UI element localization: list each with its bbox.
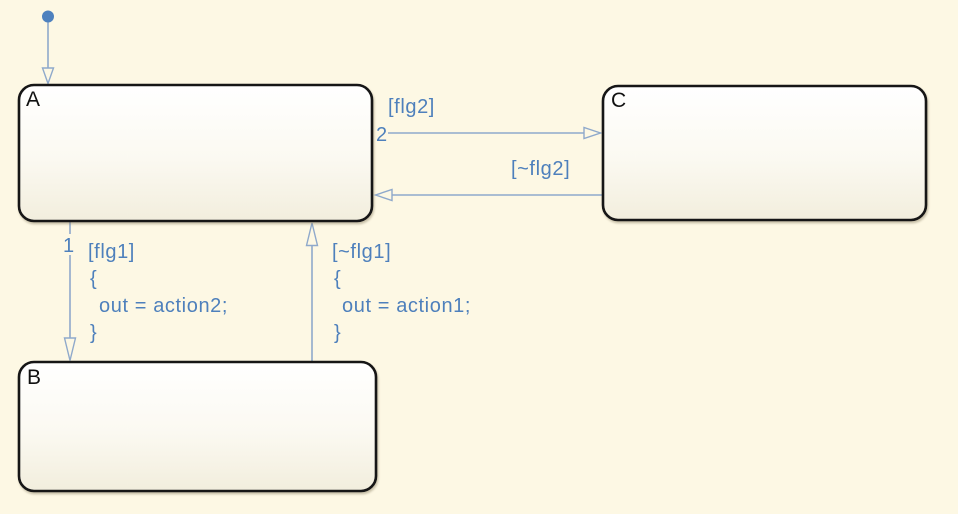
transition-a-to-c-order[interactable]: 2: [376, 124, 387, 146]
transition-a-to-b-action-close-brace[interactable]: }: [90, 322, 97, 344]
state-c-label[interactable]: C: [611, 89, 626, 112]
transition-a-to-b-order-badge: [60, 234, 74, 255]
state-a-label[interactable]: A: [26, 88, 40, 111]
default-transition-dot[interactable]: [42, 10, 54, 23]
transition-a-to-b-order[interactable]: 1: [63, 235, 74, 257]
transition-b-to-a-action-close-brace[interactable]: }: [334, 322, 341, 344]
transition-a-to-b[interactable]: 1 [flg1] { out = action2; }: [60, 222, 228, 361]
transition-b-to-a-arrowhead-icon: [305, 222, 319, 247]
transition-a-to-b-condition[interactable]: [flg1]: [88, 241, 135, 263]
transition-a-to-c-arrowhead-icon: [583, 126, 603, 140]
transition-a-to-c-condition[interactable]: [flg2]: [388, 96, 435, 118]
transition-a-to-b-arrowhead-icon: [63, 337, 77, 361]
state-b-label[interactable]: B: [27, 366, 41, 389]
state-b[interactable]: B: [17, 360, 378, 493]
transition-a-to-c-order-badge: [374, 122, 388, 143]
transition-b-to-a-condition[interactable]: [~flg1]: [332, 241, 391, 263]
transition-c-to-a-condition[interactable]: [~flg2]: [511, 158, 570, 180]
state-c[interactable]: C: [601, 84, 928, 222]
state-c-box[interactable]: [601, 84, 928, 222]
transition-c-to-a-arrowhead-icon: [373, 188, 393, 202]
transition-c-to-a[interactable]: [~flg2]: [373, 158, 604, 202]
default-transition[interactable]: [41, 10, 55, 86]
transition-b-to-a[interactable]: [~flg1] { out = action1; }: [305, 222, 472, 362]
state-a-box[interactable]: [17, 83, 374, 223]
default-transition-arrowhead-icon: [41, 67, 55, 86]
transition-a-to-b-action[interactable]: out = action2;: [99, 295, 228, 317]
transition-b-to-a-action-open-brace[interactable]: {: [334, 268, 341, 290]
state-b-box[interactable]: [17, 360, 378, 493]
state-a[interactable]: A: [17, 83, 374, 223]
transition-a-to-b-action-open-brace[interactable]: {: [90, 268, 97, 290]
transition-b-to-a-action[interactable]: out = action1;: [342, 295, 471, 317]
transition-a-to-c[interactable]: 2 [flg2]: [374, 96, 603, 146]
